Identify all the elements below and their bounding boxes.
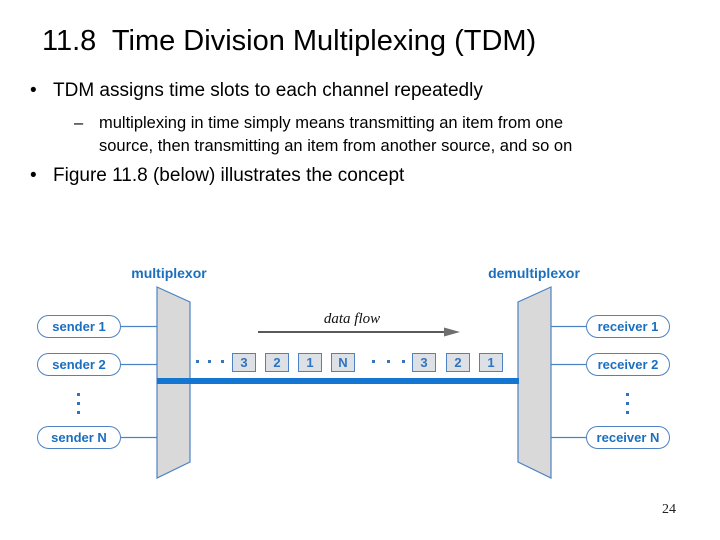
- sub-bullet-marker: –: [74, 114, 84, 132]
- time-slot-box: 1: [479, 353, 503, 372]
- sub-bullet-line-2: source, then transmitting an item from a…: [99, 137, 573, 155]
- time-slot-box: 3: [232, 353, 256, 372]
- ellipsis-dots-senders: [77, 393, 80, 414]
- bullet-marker: •: [30, 165, 37, 186]
- sub-bullet-line-1: multiplexing in time simply means transm…: [99, 114, 564, 132]
- ellipsis-dots-middle: [372, 360, 405, 363]
- receiver-2-node: receiver 2: [586, 353, 670, 376]
- ellipsis-dots-left: [196, 360, 224, 363]
- time-slot-box: 2: [265, 353, 289, 372]
- sub-bullet-item: – multiplexing in time simply means tran…: [74, 112, 684, 158]
- bullet-text: TDM assigns time slots to each channel r…: [53, 80, 483, 101]
- demultiplexor-label: demultiplexor: [488, 265, 580, 281]
- sender-1-node: sender 1: [37, 315, 121, 338]
- data-flow-arrowhead-icon: [444, 327, 460, 337]
- trunk-line: [157, 378, 519, 384]
- bullet-item-1: • TDM assigns time slots to each channel…: [30, 80, 700, 102]
- data-flow-label: data flow: [323, 311, 381, 327]
- multiplexor-label: multiplexor: [131, 265, 207, 281]
- bullet-marker: •: [30, 80, 37, 101]
- bullet-item-2: • Figure 11.8 (below) illustrates the co…: [30, 165, 700, 187]
- time-slot-box: 1: [298, 353, 322, 372]
- sender-N-node: sender N: [37, 426, 121, 449]
- time-slot-box: N: [331, 353, 355, 372]
- page-number: 24: [662, 502, 676, 517]
- time-slot-box: 3: [412, 353, 436, 372]
- sub-bullet-text: multiplexing in time simply means transm…: [99, 112, 572, 158]
- time-slot-box: 2: [446, 353, 470, 372]
- page-title: 11.8 Time Division Multiplexing (TDM): [42, 25, 537, 57]
- sender-2-node: sender 2: [37, 353, 121, 376]
- ellipsis-dots-receivers: [626, 393, 629, 414]
- receiver-N-node: receiver N: [586, 426, 670, 449]
- bullet-text: Figure 11.8 (below) illustrates the conc…: [53, 165, 405, 186]
- demultiplexor-shape: [517, 286, 552, 479]
- receiver-1-node: receiver 1: [586, 315, 670, 338]
